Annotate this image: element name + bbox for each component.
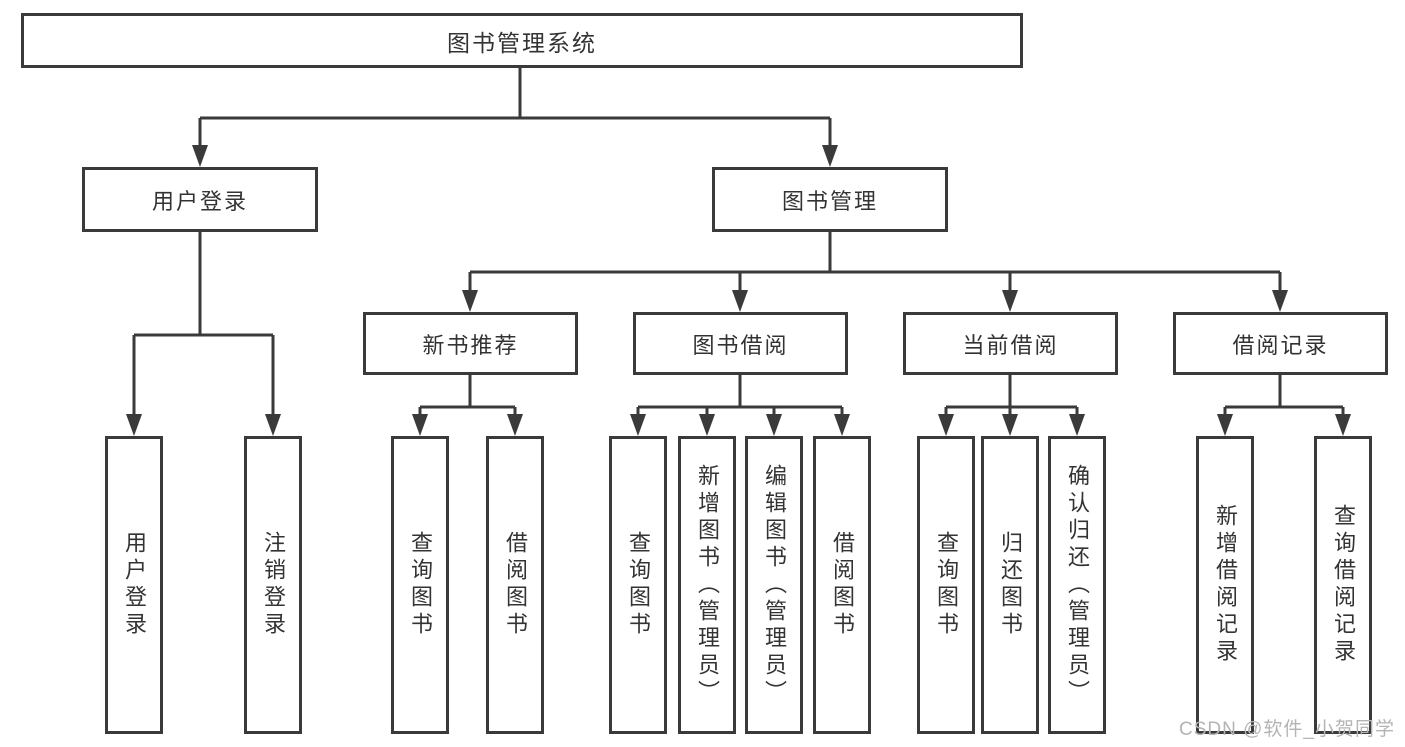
leaf-br-add-record-label: 新增借阅记录 [1213, 504, 1238, 666]
node-book-management-label: 图书管理 [781, 188, 878, 214]
leaf-bb-add-book-admin-label: 新增图书（管理员） [695, 463, 720, 707]
leaf-cb-confirm-return-admin: 确认归还（管理员） [1048, 436, 1106, 734]
leaf-cb-return-book-label: 归还图书 [998, 531, 1023, 639]
leaf-cb-return-book: 归还图书 [981, 436, 1039, 734]
node-book-borrow: 图书借阅 [633, 312, 848, 375]
leaf-nbr-borrow-book: 借阅图书 [486, 436, 544, 734]
leaf-bb-borrow-book: 借阅图书 [813, 436, 871, 734]
leaf-user-login: 用户登录 [105, 436, 163, 734]
leaf-bb-edit-book-admin-label: 编辑图书（管理员） [762, 463, 787, 707]
leaf-br-add-record: 新增借阅记录 [1196, 436, 1254, 734]
watermark: CSDN @软件_小贺同学 [1179, 719, 1395, 740]
leaf-br-query-record-label: 查询借阅记录 [1331, 504, 1356, 666]
leaf-cb-query-book: 查询图书 [917, 436, 975, 734]
node-new-book-recommend: 新书推荐 [363, 312, 578, 375]
leaf-bb-edit-book-admin: 编辑图书（管理员） [745, 436, 803, 734]
node-current-borrow-label: 当前借阅 [962, 332, 1059, 358]
node-borrow-record: 借阅记录 [1173, 312, 1388, 375]
node-user-login: 用户登录 [82, 167, 318, 232]
leaf-bb-borrow-book-label: 借阅图书 [830, 531, 855, 639]
node-borrow-record-label: 借阅记录 [1232, 332, 1329, 358]
leaf-br-query-record: 查询借阅记录 [1314, 436, 1372, 734]
node-user-login-label: 用户登录 [151, 188, 248, 214]
leaf-nbr-query-book-label: 查询图书 [408, 531, 433, 639]
node-root: 图书管理系统 [21, 13, 1023, 68]
leaf-logout-label: 注销登录 [261, 531, 286, 639]
leaf-cb-query-book-label: 查询图书 [934, 531, 959, 639]
node-book-borrow-label: 图书借阅 [692, 332, 789, 358]
arrowheads [126, 145, 1351, 436]
leaf-bb-add-book-admin: 新增图书（管理员） [678, 436, 736, 734]
leaf-nbr-borrow-book-label: 借阅图书 [503, 531, 528, 639]
node-new-book-recommend-label: 新书推荐 [422, 332, 519, 358]
leaf-logout: 注销登录 [244, 436, 302, 734]
leaf-bb-query-book: 查询图书 [609, 436, 667, 734]
leaf-nbr-query-book: 查询图书 [391, 436, 449, 734]
leaf-cb-confirm-return-admin-label: 确认归还（管理员） [1065, 463, 1090, 707]
leaf-bb-query-book-label: 查询图书 [626, 531, 651, 639]
node-current-borrow: 当前借阅 [903, 312, 1118, 375]
node-root-label: 图书管理系统 [447, 29, 597, 56]
node-book-management: 图书管理 [712, 167, 948, 232]
leaf-user-login-label: 用户登录 [122, 531, 147, 639]
